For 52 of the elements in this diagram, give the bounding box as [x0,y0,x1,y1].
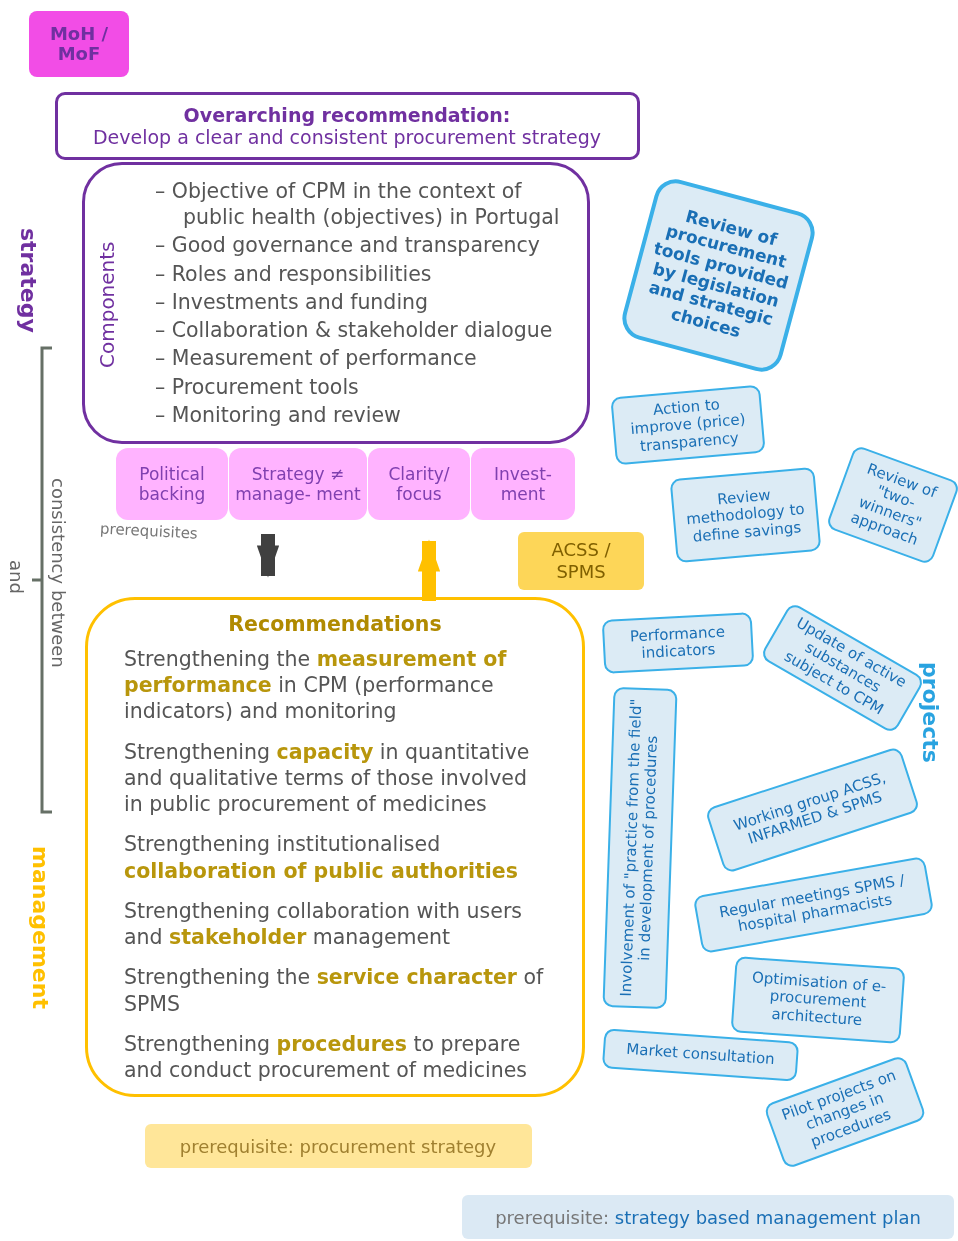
block-arrow [417,539,441,601]
box-text: Review methodology to define savings [684,484,806,547]
list-item: – Good governance and transparency [155,232,541,259]
list-item: – Objective of CPM in the context of public health (objectives) in Portugal [155,177,561,231]
box-text: ACSS / SPMS [550,539,612,583]
list-item: – Monitoring and review [155,401,402,429]
list-item: – Measurement of performance [155,345,478,372]
box-text: Performance indicators [628,622,727,664]
heading: Overarching recommendation: [183,104,511,126]
note-label: prerequisites [99,519,199,543]
recommendation-box [54,92,640,160]
box-text: Clarity/ focus [387,463,451,505]
list-item: – Roles and responsibilities [155,260,433,287]
bracket-label: consistency between [48,478,69,668]
heading: Recommendations [228,612,442,636]
components-panel [82,162,590,444]
section-label: projects [918,662,943,763]
section-label: strategy [16,228,41,333]
prerequisite-banner [462,1195,954,1239]
recommendation-text: Strengthening procedures to prepare and conduct procurement of medicines [124,1030,529,1084]
side-heading: Components [95,240,119,371]
box-text: Strategy ≠ manage- ment [234,463,362,505]
box-text: prerequisite: strategy based management plan [495,1206,921,1228]
list-item: – Procurement tools [155,373,360,400]
recommendations-panel [85,597,585,1097]
box-text: Invest- ment [493,463,553,505]
box-text: Action to improve (price) transparency [628,394,748,457]
recommendation-text: Strengthening the service character of SPMS [124,964,545,1017]
recommendation-text: Strengthening the measurement of performance in CPM (performance indicators) and monitoring [124,646,508,725]
prerequisite-banner [144,1124,532,1168]
list-item: – Collaboration & stakeholder dialogue [155,317,554,344]
subheading: Develop a clear and consistent procurement strategy [92,126,602,148]
bracket-label: and [6,560,27,594]
box-text: Market consultation [625,1041,775,1069]
prerequisite-box [229,448,367,520]
prerequisite-box [368,448,470,520]
section-label: management [28,846,53,1009]
block-arrow [256,534,280,578]
box-text: prerequisite: procurement strategy [179,1135,497,1157]
list-item: – Investments and funding [155,288,430,316]
box-text: Optimisation of e-procurement architecture [750,968,888,1031]
label-tag [518,532,644,590]
project-box [730,956,906,1044]
prerequisite-box [116,448,228,520]
recommendation-text: Strengthening capacity in quantitative and qualitative terms of those involved in public procurement of medicines [124,738,531,818]
recommendation-text: Strengthening institutionalised collaboration of public authorities [124,831,519,884]
prerequisite-box [471,448,575,520]
label-tag [29,11,129,77]
recommendation-text: Strengthening collaboration with users and stakeholder management [124,897,523,951]
box-text: Involvement of "practice from the field" in development of procedures [617,697,662,999]
box-text: Political backing [137,463,207,505]
box-text: MoH / MoF [48,24,110,64]
